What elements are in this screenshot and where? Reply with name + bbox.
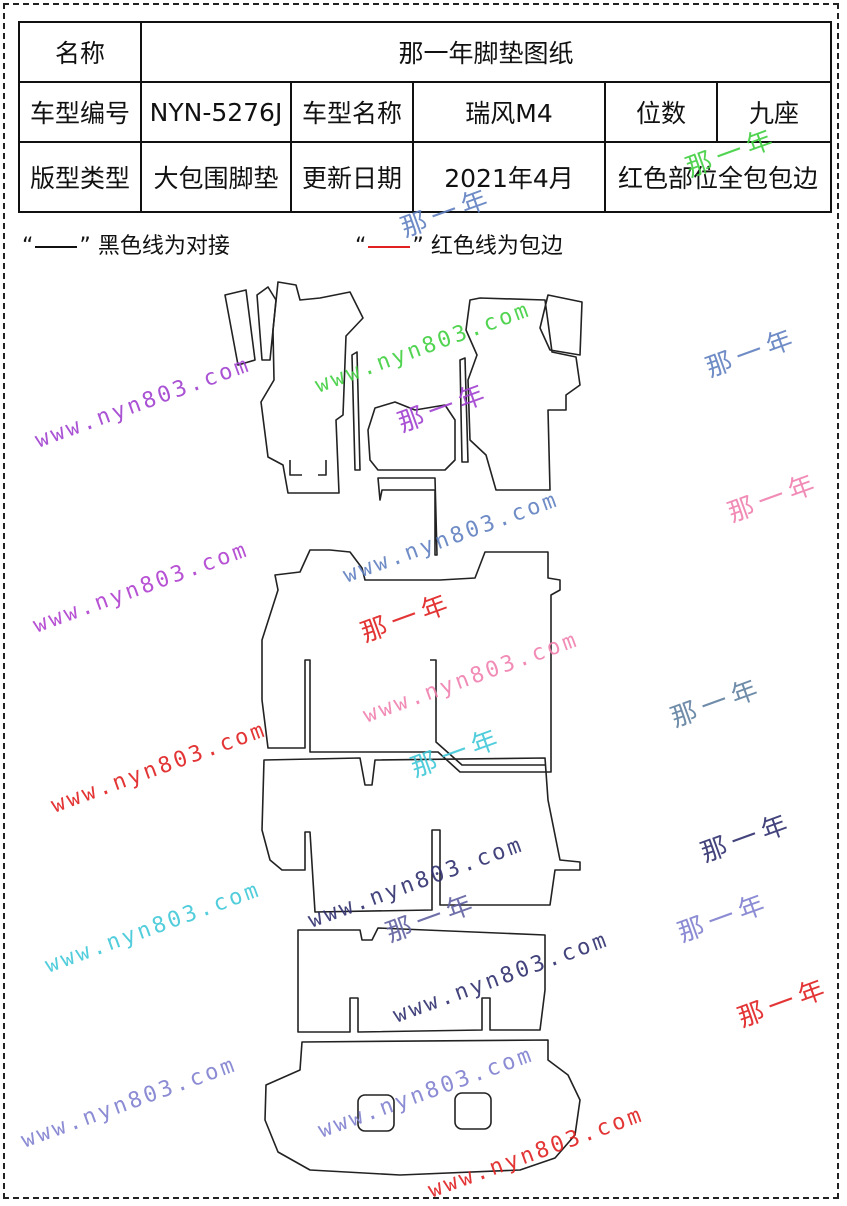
mat-piece-passenger-corner [539,294,583,356]
mat-piece-row3 [261,757,581,913]
mat-piece-passenger [465,297,581,491]
legend-quote: ” [412,234,424,259]
legend-quote: ” [79,234,91,259]
trunk-cutout-left [357,1094,395,1132]
legend-black: “ ” 黑色线为对接 [22,228,230,260]
model-name-label: 车型名称 [290,81,414,143]
legend-quote: “ [355,234,367,259]
mat-piece-left-strip [224,289,256,366]
edge-note: 红色部位全包包边 [603,141,833,213]
seats-label: 位数 [604,81,718,143]
trunk-cutout-right [454,1092,492,1130]
date-value: 2021年4月 [412,141,606,213]
mat-piece-driver-inner [289,460,327,476]
red-line-sample [368,246,411,248]
model-name-value: 瑞风M4 [412,81,606,143]
mat-piece-center-arch [367,401,456,471]
legend-black-text: 黑色线为对接 [97,234,230,259]
mat-piece-row4 [297,927,546,1033]
mat-piece-center-tongue [377,477,438,556]
spec-table: 名称 那一年脚垫图纸 车型编号 NYN-5276J 车型名称 瑞风M4 位数 九… [18,21,833,213]
type-value: 大包围脚垫 [140,141,292,213]
date-label: 更新日期 [290,141,414,213]
black-line-sample [35,246,78,248]
mat-piece-tunnel-left [351,351,361,471]
legend-red: “ ” 红色线为包边 [355,228,563,260]
legend-red-text: 红色线为包边 [430,234,563,259]
mat-piece-row2 [261,549,561,773]
legend-quote: “ [22,234,34,259]
type-label: 版型类型 [18,141,142,213]
mat-piece-trunk [264,1039,581,1176]
model-code-label: 车型编号 [18,81,142,143]
drawing-title: 那一年脚垫图纸 [139,21,833,83]
mat-piece-row2-slot [430,659,545,766]
name-label: 名称 [18,21,142,83]
mat-piece-driver [260,281,364,494]
mat-piece-tunnel-right [459,357,469,463]
page-border [3,3,839,1199]
model-code-value: NYN-5276J [140,81,292,143]
seats-value: 九座 [715,81,833,143]
